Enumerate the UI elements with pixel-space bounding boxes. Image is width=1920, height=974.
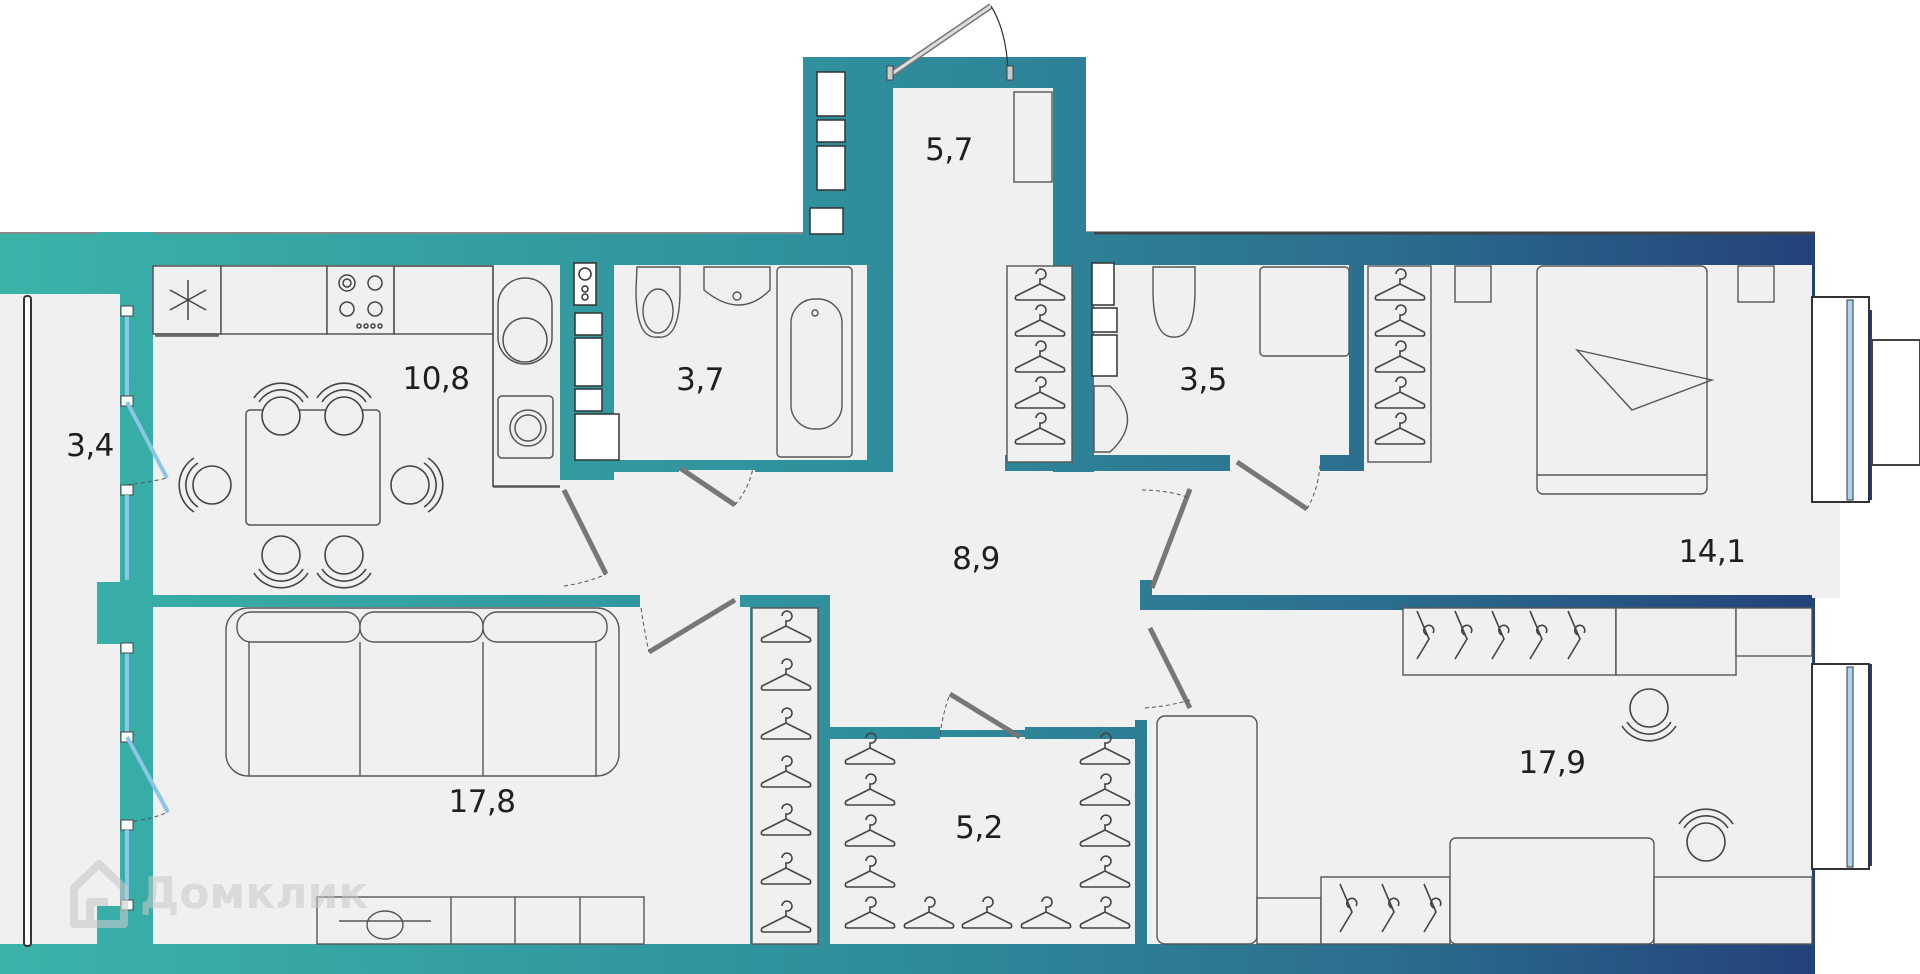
room-area-kitchen: 10,8 (402, 361, 470, 397)
hall-closet-column (751, 607, 819, 945)
entry-fixtures (809, 3, 1053, 235)
kitchen-furniture (152, 265, 560, 526)
bathroom-1-fixtures (635, 266, 853, 458)
kids-bedroom-furniture (1156, 607, 1813, 945)
right-windows (1811, 296, 1920, 870)
bathroom-2-fixtures (1093, 266, 1350, 453)
room-area-loggia: 3,4 (66, 428, 114, 464)
room-area-bathroom-1: 3,7 (676, 362, 724, 398)
house-logo-icon (70, 860, 128, 928)
room-area-walk-in-closet: 5,2 (955, 810, 1003, 846)
room-area-living-room: 17,8 (448, 784, 516, 820)
cooktop-icon (338, 274, 383, 329)
watermark: Домклик (68, 858, 368, 928)
room-area-bathroom-2: 3,5 (1179, 362, 1227, 398)
room-area-hallway: 8,9 (952, 541, 1000, 577)
room-area-master-bedroom: 14,1 (1678, 534, 1746, 570)
interior-doors[interactable] (561, 459, 1321, 740)
master-bedroom-furniture (1367, 265, 1775, 495)
hallway-wardrobe (1006, 262, 1118, 463)
room-area-entry-hall: 5,7 (925, 132, 973, 168)
room-area-kids-bedroom: 17,9 (1518, 745, 1586, 781)
watermark-text: Домклик (140, 867, 369, 919)
loggia (23, 295, 170, 947)
living-room-furniture (225, 607, 645, 945)
snowflake-icon (169, 280, 207, 320)
entry-door[interactable] (886, 3, 1014, 81)
utility-shaft (573, 262, 620, 461)
